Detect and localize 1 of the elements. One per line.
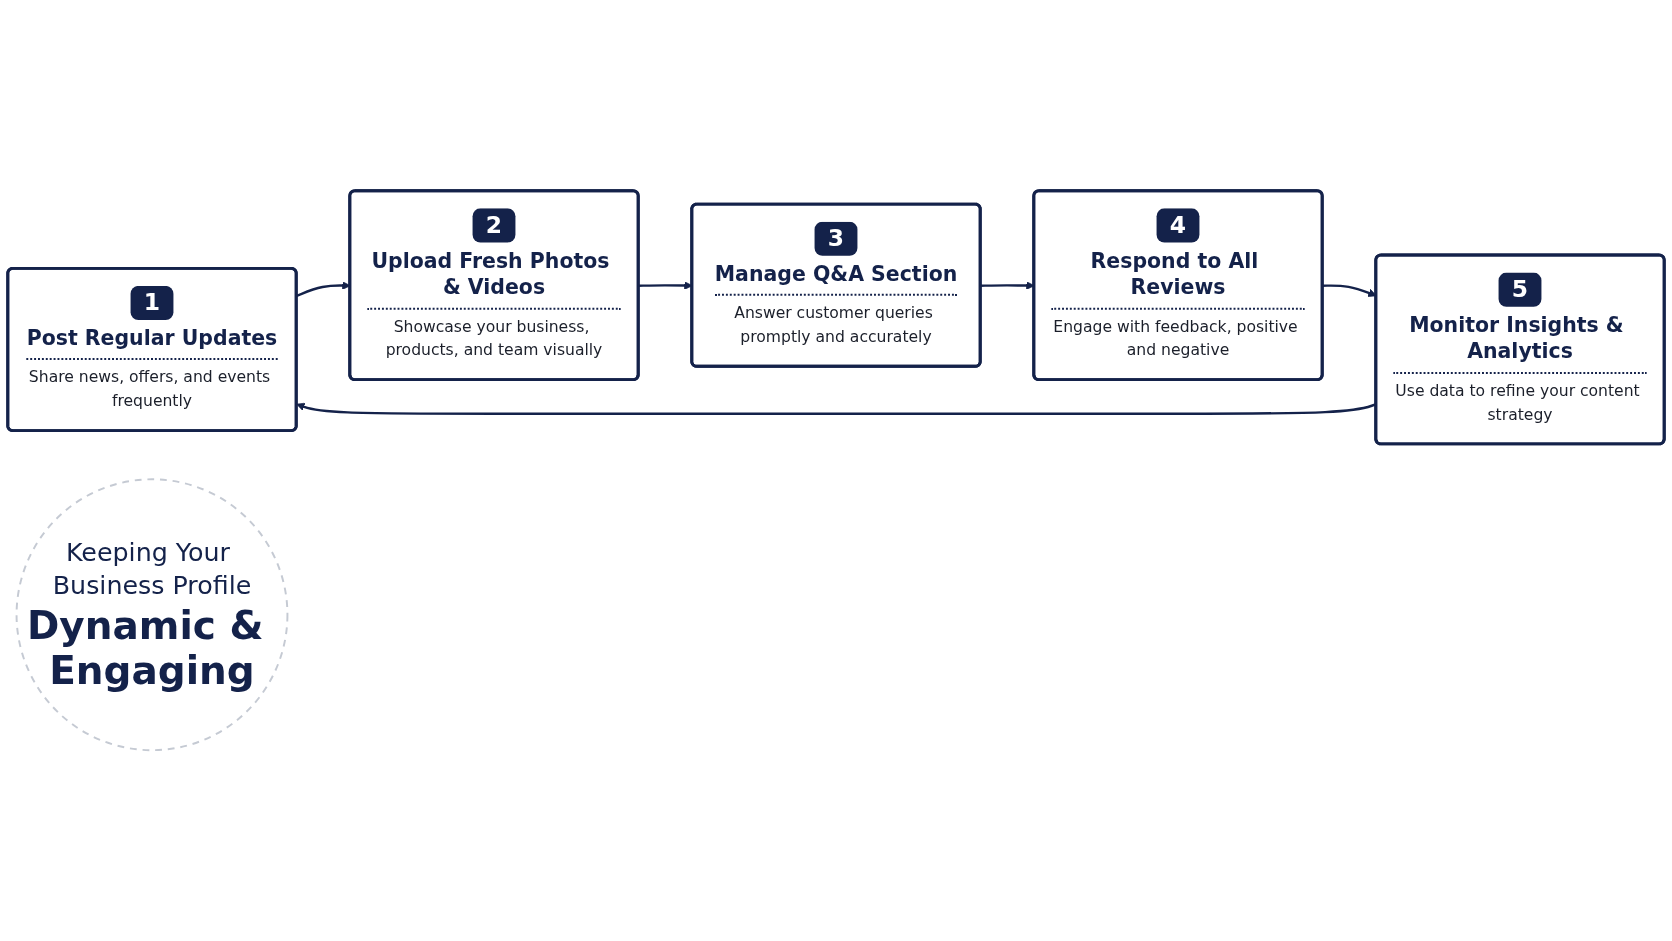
node-circle: Keeping Your Business Profile Dynamic & Engaging	[15, 478, 289, 752]
